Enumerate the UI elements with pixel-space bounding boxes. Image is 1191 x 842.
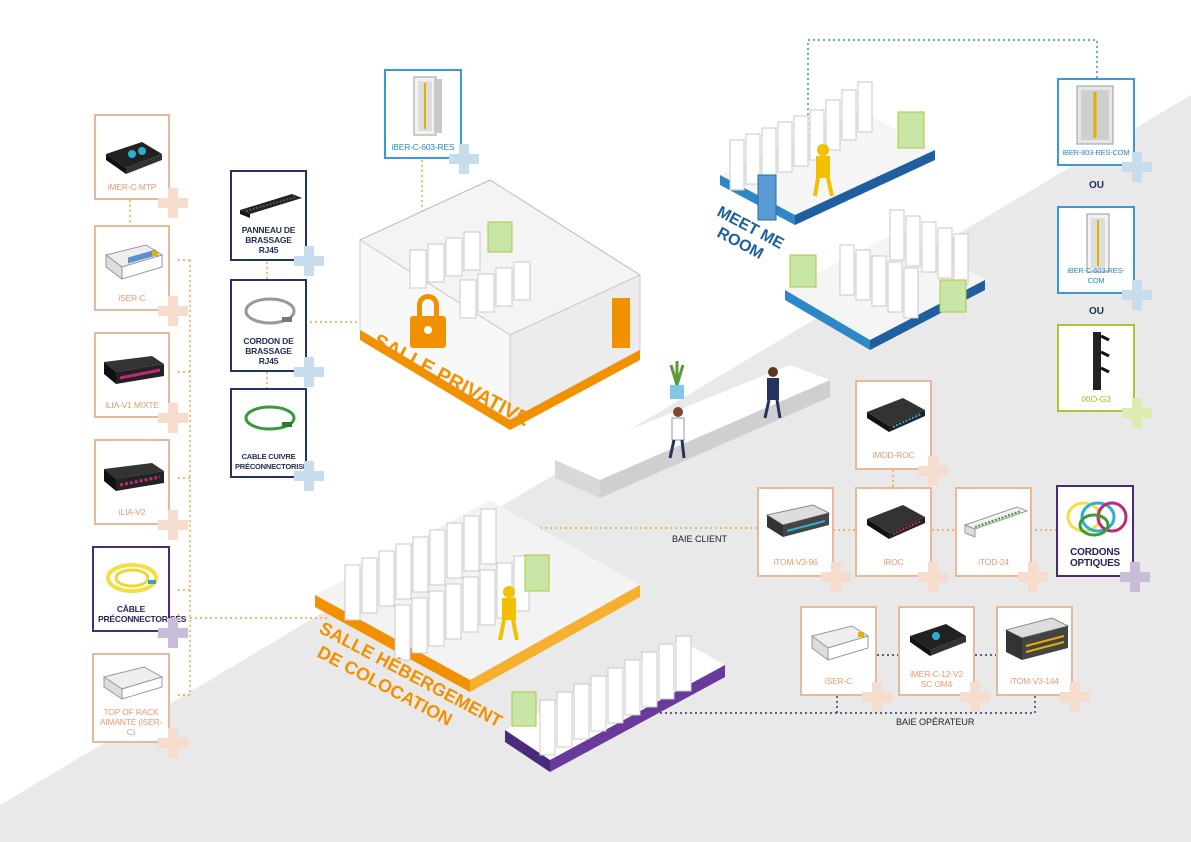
ou-label: OU xyxy=(1089,180,1104,191)
card-iser-c[interactable]: iSER-C xyxy=(94,225,170,311)
plus-icon[interactable] xyxy=(294,246,324,276)
card-iroc[interactable]: iROC xyxy=(855,487,932,577)
drawer-icon xyxy=(765,504,831,537)
card-label: CORDONS OPTIQUES xyxy=(1069,547,1121,569)
plus-icon[interactable] xyxy=(1122,398,1152,428)
card-top-of-rack[interactable]: TOP OF RACK AIMANTÉ (iSER-C) xyxy=(92,653,170,743)
card-iber-c-603-res-com[interactable]: iBER-C-603-RES-COM xyxy=(1057,206,1135,294)
plus-icon[interactable] xyxy=(1122,152,1152,182)
card-label: CÂBLE PRÉCONNECTORISÉS xyxy=(98,604,187,624)
plus-icon[interactable] xyxy=(158,510,188,540)
operator-platform xyxy=(505,635,725,772)
plus-icon[interactable] xyxy=(1018,562,1048,592)
plus-icon[interactable] xyxy=(862,682,892,712)
plus-icon[interactable] xyxy=(918,456,948,486)
card-itom-v3-144[interactable]: iTOM-V3-144 xyxy=(996,606,1073,696)
card-cable-cuivre[interactable]: CABLE CUIVRE PRÉCONNECTORISÉ xyxy=(230,388,308,478)
cabinet-icon xyxy=(413,76,442,136)
card-label: iTOM-V3-96 xyxy=(773,557,818,567)
module-icon xyxy=(867,398,925,432)
plus-icon[interactable] xyxy=(158,618,188,648)
card-label: iSER-C xyxy=(118,293,146,303)
card-itom-v3-96[interactable]: iTOM-V3-96 xyxy=(757,487,834,577)
cabinet-icon xyxy=(1086,213,1110,273)
card-cordons-optiques[interactable]: CORDONS OPTIQUES xyxy=(1056,485,1134,577)
panel-icon xyxy=(104,244,164,280)
plus-icon[interactable] xyxy=(158,728,188,758)
plus-icon[interactable] xyxy=(821,562,851,592)
private-room xyxy=(358,179,642,430)
colocation-room xyxy=(315,500,640,692)
plus-icon[interactable] xyxy=(960,682,990,712)
fiber-box-icon xyxy=(106,142,162,174)
plus-icon[interactable] xyxy=(294,357,324,387)
card-label: iSER-C xyxy=(824,676,853,686)
card-label: iLIA-V2 xyxy=(118,507,146,517)
card-ixio-g3[interactable]: iXIO-G3 xyxy=(1057,324,1135,412)
card-iber-c-603-res[interactable]: iBER-C-603-RES xyxy=(384,69,462,159)
copper-cable-icon xyxy=(244,405,296,431)
card-label: iROC xyxy=(883,557,904,567)
roc-icon xyxy=(867,505,925,539)
panel-icon xyxy=(102,666,164,700)
plus-icon[interactable] xyxy=(1122,280,1152,310)
plus-icon[interactable] xyxy=(918,562,948,592)
rack-icon xyxy=(1093,332,1110,390)
card-label: iTOD-24 xyxy=(978,557,1009,567)
drawer-icon xyxy=(104,356,164,384)
plus-icon[interactable] xyxy=(158,403,188,433)
patch-cord-icon xyxy=(244,297,296,325)
card-label: iXIO-G3 xyxy=(1081,394,1111,404)
card-label: iMER-C-12-V2 SC OM4 xyxy=(910,669,963,689)
card-label: iBER-803-RES-COM xyxy=(1062,148,1130,157)
fiber-box-icon xyxy=(910,624,966,656)
walkway xyxy=(555,361,830,498)
card-cordon-brassage[interactable]: CORDON DE BRASSAGE RJ45 xyxy=(230,279,307,372)
card-imod-roc[interactable]: iMOD-ROC xyxy=(855,380,932,470)
optical-cords-icon xyxy=(1066,501,1128,537)
card-label: iBER-C-603-RES xyxy=(391,142,455,152)
drawer-icon xyxy=(104,463,164,491)
card-imer-c-mtp[interactable]: iMER-C-MTP xyxy=(94,114,170,200)
card-imer-c-12-v2[interactable]: iMER-C-12-V2 SC OM4 xyxy=(898,606,975,696)
tod-panel-icon xyxy=(963,506,1029,538)
card-label: TOP OF RACK AIMANTÉ (iSER-C) xyxy=(99,707,163,737)
card-itod-24[interactable]: iTOD-24 xyxy=(955,487,1032,577)
card-panneau-brassage[interactable]: PANNEAU DE BRASSAGE RJ45 xyxy=(230,170,307,261)
plus-icon[interactable] xyxy=(158,296,188,326)
plus-icon[interactable] xyxy=(158,188,188,218)
card-ilia-v2[interactable]: iLIA-V2 xyxy=(94,439,170,525)
plus-icon[interactable] xyxy=(1120,562,1150,592)
card-label: PANNEAU DE BRASSAGE RJ45 xyxy=(241,225,296,255)
card-label: CABLE CUIVRE PRÉCONNECTORISÉ xyxy=(235,452,308,471)
baie-client-label: BAIE CLIENT xyxy=(672,534,728,544)
plus-icon[interactable] xyxy=(1060,682,1090,712)
drawer-icon xyxy=(1004,617,1070,660)
card-label: CORDON DE BRASSAGE RJ45 xyxy=(243,336,294,366)
meet-me-room xyxy=(720,81,985,350)
baie-operateur-label: BAIE OPÉRATEUR xyxy=(896,717,975,727)
patch-panel-icon xyxy=(240,194,302,218)
cabinet-icon xyxy=(1076,85,1114,145)
card-label: iBER-C-603-RES-COM xyxy=(1067,266,1125,285)
plus-icon[interactable] xyxy=(294,461,324,491)
card-iber-803-res-com[interactable]: iBER-803-RES-COM xyxy=(1057,78,1135,166)
card-cable-preconnectorises[interactable]: CÂBLE PRÉCONNECTORISÉS xyxy=(92,546,187,632)
card-label: iLIA-V1 MIXTE xyxy=(105,400,159,410)
panel-icon xyxy=(810,625,870,661)
card-ilia-v1-mixte[interactable]: iLIA-V1 MIXTE xyxy=(94,332,170,418)
card-label: iMOD-ROC xyxy=(872,450,915,460)
plus-icon[interactable] xyxy=(449,144,479,174)
ou-label: OU xyxy=(1089,306,1104,317)
cable-coil-icon xyxy=(106,563,158,593)
card-label: iMER-C-MTP xyxy=(107,182,157,192)
card-label: iTOM-V3-144 xyxy=(1010,676,1059,686)
card-iser-c-operator[interactable]: iSER-C xyxy=(800,606,877,696)
